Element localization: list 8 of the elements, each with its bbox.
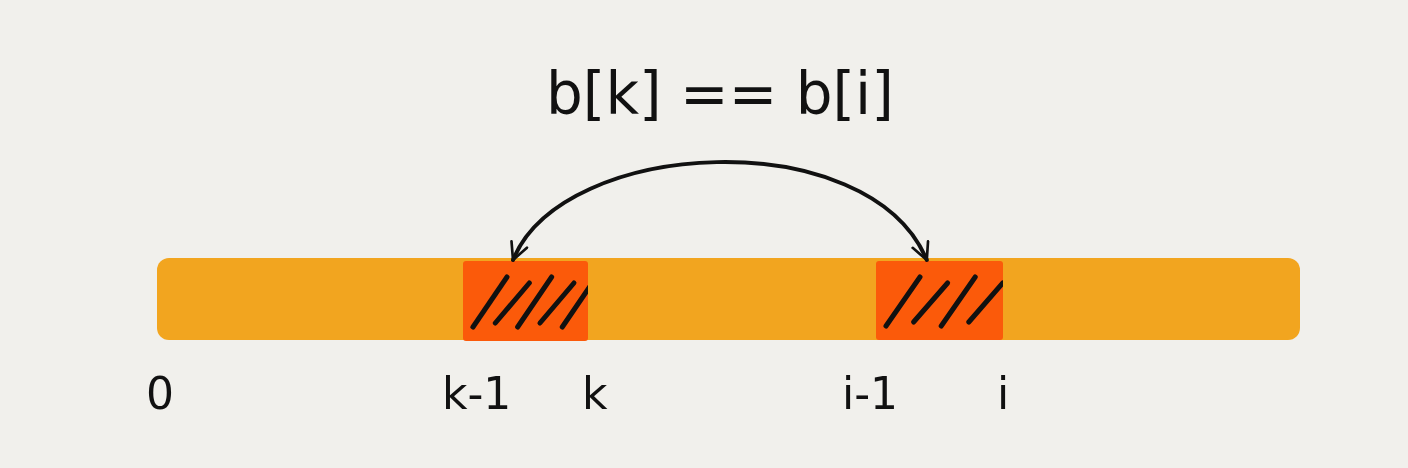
index-label: 0: [146, 372, 174, 416]
index-label: i: [997, 372, 1010, 416]
hatched-cell: [463, 261, 588, 341]
index-label: k: [582, 372, 608, 416]
index-label: i-1: [842, 372, 899, 416]
hatched-cell: [876, 261, 1003, 340]
curved-arrow: [511, 160, 929, 262]
index-label: k-1: [442, 372, 512, 416]
